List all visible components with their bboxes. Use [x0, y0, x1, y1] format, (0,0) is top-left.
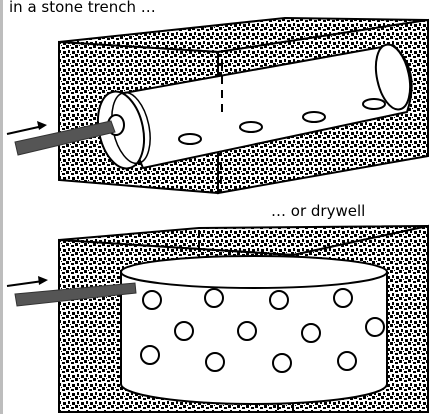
perforation-hole	[238, 322, 256, 340]
perforation-hole	[270, 291, 288, 309]
drywell-cylinder	[121, 256, 387, 404]
perforation-hole	[179, 134, 201, 144]
perforation-hole	[366, 318, 384, 336]
trench-caption: in a stone trench …	[9, 0, 156, 15]
perforation-hole	[334, 289, 352, 307]
stone-trench	[7, 18, 428, 193]
perforation-hole	[363, 99, 385, 109]
perforation-hole	[338, 352, 356, 370]
perforation-hole	[143, 291, 161, 309]
perforation-hole	[205, 289, 223, 307]
drywell	[7, 226, 428, 412]
perforation-hole	[240, 122, 262, 132]
arrow-right-icon	[7, 276, 48, 286]
perforation-hole	[206, 353, 224, 371]
perforation-hole	[141, 346, 159, 364]
diagram-canvas	[3, 0, 440, 414]
perforation-hole	[303, 112, 325, 122]
arrow-right-icon	[7, 121, 47, 134]
perforation-hole	[273, 354, 291, 372]
drywell-caption: … or drywell	[271, 204, 365, 219]
perforation-hole	[175, 322, 193, 340]
perforation-hole	[302, 324, 320, 342]
